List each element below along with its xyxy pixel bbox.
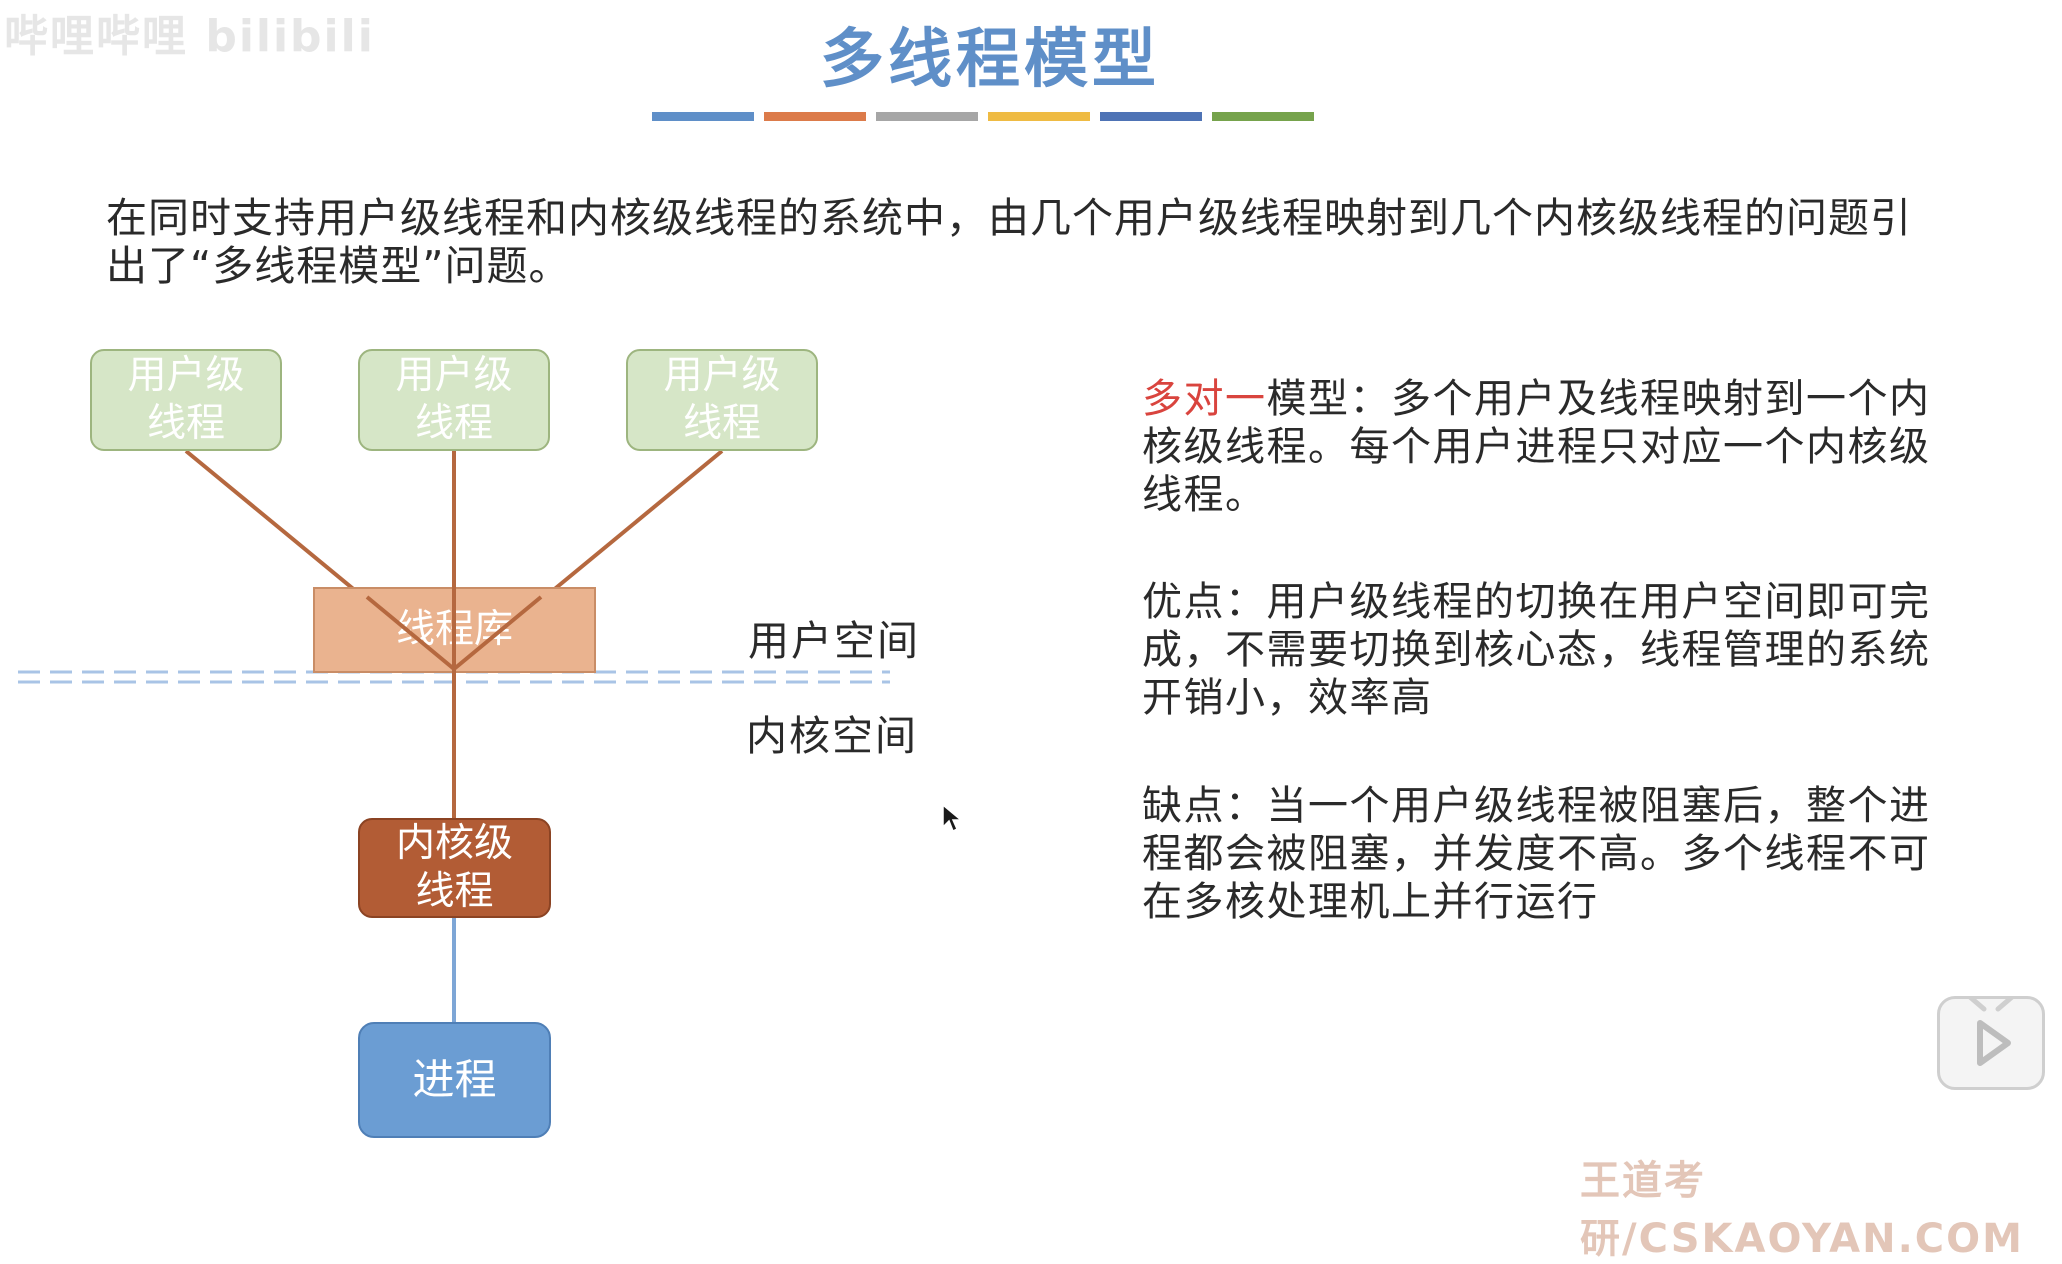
model-description: 多对一模型：多个用户及线程映射到一个内核级线程。每个用户进程只对应一个内核级线程… xyxy=(1142,375,1952,519)
bilibili-watermark: 哔哩哔哩 bilibili xyxy=(4,11,375,62)
title-color-bar xyxy=(652,112,1314,121)
disadvantages-text: 缺点：当一个用户级线程被阻塞后，整个进程都会被阻塞，并发度不高。多个线程不可在多… xyxy=(1142,783,1931,925)
kernel-space-label: 内核空间 xyxy=(746,712,918,760)
intro-paragraph: 在同时支持用户级线程和内核级线程的系统中，由几个用户级线程映射到几个内核级线程的… xyxy=(106,194,1912,290)
color-bar-segment xyxy=(764,112,866,121)
color-bar-segment xyxy=(1100,112,1202,121)
process-box: 进程 xyxy=(358,1022,551,1138)
cursor-icon xyxy=(942,803,963,833)
color-bar-segment xyxy=(1212,112,1314,121)
color-bar-segment xyxy=(652,112,754,121)
play-button[interactable] xyxy=(1937,994,2045,1090)
user-thread-box: 用户级 线程 xyxy=(626,349,818,451)
user-space-label: 用户空间 xyxy=(748,617,920,665)
user-thread-box: 用户级 线程 xyxy=(358,349,550,451)
site-watermark: 王道考研/CSKAOYAN.COM xyxy=(1580,1158,2024,1262)
user-thread-box: 用户级 线程 xyxy=(90,349,282,451)
color-bar-segment xyxy=(876,112,978,121)
color-bar-segment xyxy=(988,112,1090,121)
diagram-connectors xyxy=(18,449,890,1022)
model-desc-text: 模型：多个用户及线程映射到一个内核级线程。每个用户进程只对应一个内核级线程。 xyxy=(1142,376,1931,518)
play-icon xyxy=(1967,994,2015,1066)
advantages-text: 优点：用户级线程的切换在用户空间即可完成，不需要切换到核心态，线程管理的系统开销… xyxy=(1142,579,1931,721)
model-name: 多对一 xyxy=(1142,376,1267,422)
thread-library-box: 线程库 xyxy=(313,587,596,673)
kernel-thread-box: 内核级 线程 xyxy=(358,818,551,918)
slide-title: 多线程模型 xyxy=(820,23,1160,97)
